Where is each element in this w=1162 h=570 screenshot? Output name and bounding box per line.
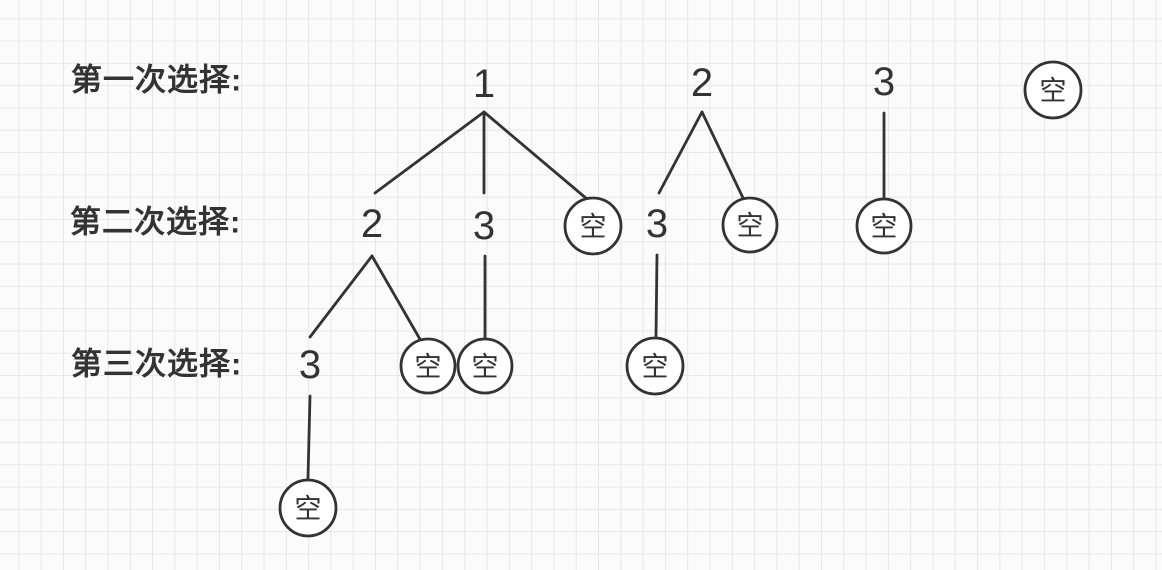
edge-choice2-2-to-choice3-3[interactable] (308, 254, 374, 339)
node-choice2-3a[interactable]: 3 (473, 204, 495, 248)
node-choice2-empty3-circle[interactable] (855, 197, 913, 255)
node-choice2-empty2-circle[interactable] (721, 196, 779, 254)
edge-choice1-2-to-choice2-empty2[interactable] (700, 110, 746, 202)
node-choice3-3[interactable]: 3 (299, 343, 321, 387)
node-choice2-empty3-label: 空 (871, 212, 898, 242)
node-choice3-empty3-circle[interactable] (625, 336, 685, 396)
edges-layer (306, 110, 886, 480)
row-label-1[interactable]: 第一次选择: (71, 63, 242, 98)
edge-choice3-3-to-choice4-empty[interactable] (306, 394, 312, 480)
node-choice4-empty-label: 空 (295, 494, 322, 524)
edge-choice1-1-to-choice2-2[interactable] (373, 110, 486, 195)
node-choice2-3b[interactable]: 3 (646, 202, 668, 246)
row-label-2[interactable]: 第二次选择: (70, 205, 241, 240)
node-choice2-empty1-circle[interactable] (563, 196, 623, 256)
node-choice1-2[interactable]: 2 (691, 61, 713, 105)
node-choice3-empty1-circle[interactable] (399, 337, 457, 395)
edge-choice1-1-to-choice2-empty1[interactable] (482, 110, 589, 201)
edge-choice2-3b-to-choice3-empty3[interactable] (654, 253, 659, 338)
node-choice1-empty-label: 空 (1040, 76, 1067, 106)
edge-choice1-2-to-choice2-3b[interactable] (657, 110, 704, 195)
node-choice3-empty3-label: 空 (642, 352, 669, 382)
node-choice2-empty2-label: 空 (737, 211, 764, 241)
node-choice1-empty-circle[interactable] (1023, 60, 1083, 120)
node-choice1-1[interactable]: 1 (473, 62, 495, 106)
edge-choice2-2-to-choice3-empty1[interactable] (370, 254, 423, 343)
labels-layer: 第一次选择: 第二次选择: 第三次选择: (70, 63, 242, 382)
node-choice3-empty2-circle[interactable] (456, 337, 514, 395)
node-choice2-2[interactable]: 2 (361, 202, 383, 246)
row-label-3[interactable]: 第三次选择: (71, 347, 242, 382)
node-choice3-empty1-label: 空 (415, 352, 442, 382)
node-choice3-empty2-label: 空 (472, 352, 499, 382)
node-choice1-3[interactable]: 3 (873, 60, 895, 104)
node-choice2-empty1-label: 空 (580, 212, 607, 242)
node-choice4-empty-circle[interactable] (278, 478, 338, 538)
